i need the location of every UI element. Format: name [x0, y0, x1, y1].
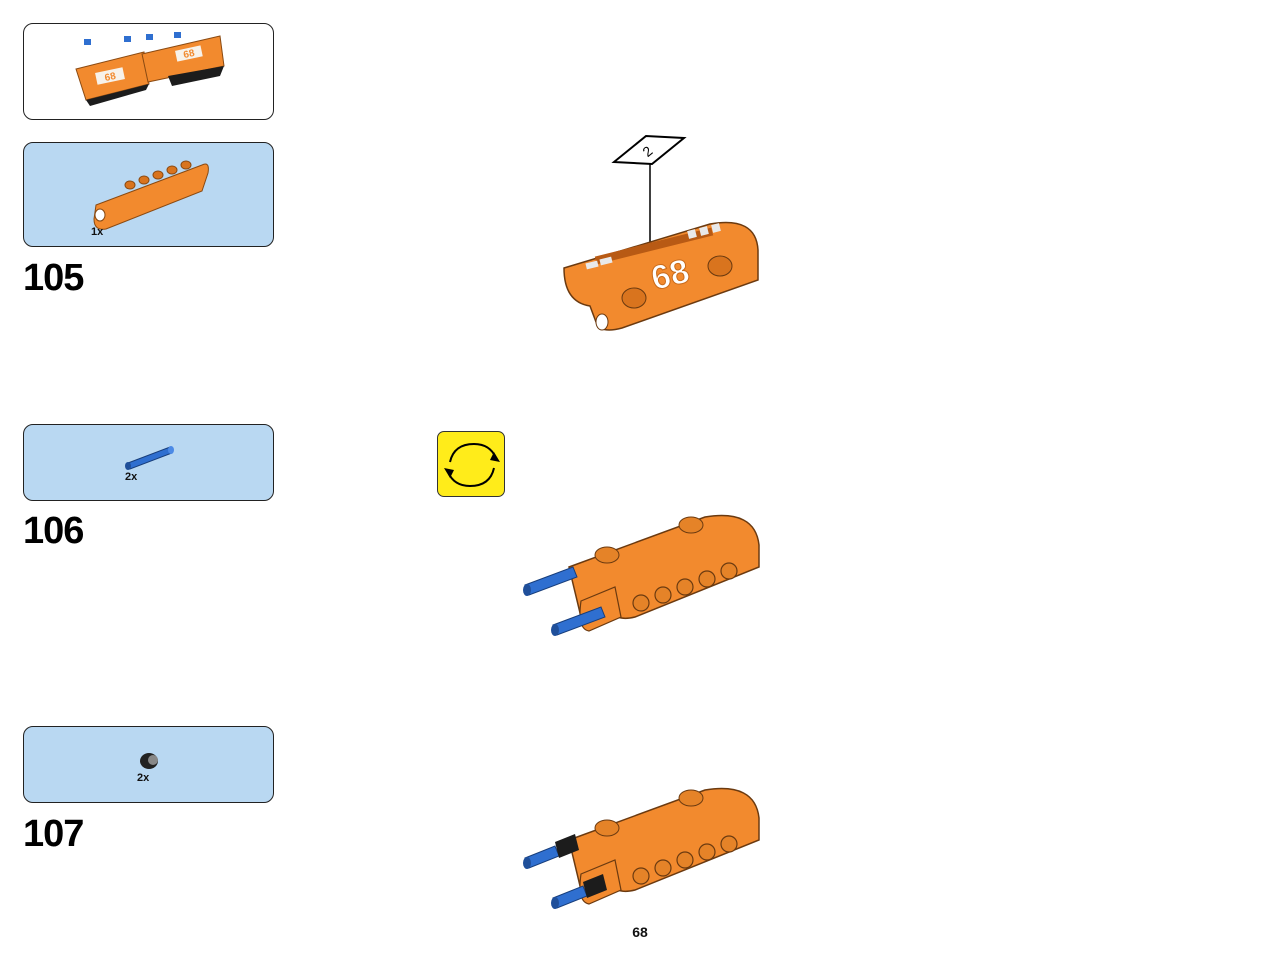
part-quantity: 1x: [91, 226, 104, 238]
assembly-step-106-image: [523, 514, 760, 636]
sticker-callout: 2: [611, 134, 687, 242]
step-number-106: 106: [23, 510, 84, 552]
step-number-107: 107: [23, 813, 84, 855]
page-number: 68: [632, 924, 648, 940]
svg-text:68: 68: [183, 48, 197, 61]
svg-text:68: 68: [104, 71, 118, 84]
parts-list-step-107: 2x: [23, 726, 274, 803]
part-quantity: 2x: [137, 772, 150, 784]
parts-list-step-106: 2x: [23, 424, 274, 501]
parts-list-step-105: 1x: [23, 142, 274, 247]
submodel-preview-panel: 68 68: [23, 23, 274, 120]
submodel-preview-image: 68 68: [75, 32, 225, 106]
assembly-step-105-image: 68: [563, 221, 759, 331]
blue-axle-pin-icon: [125, 446, 174, 470]
part-quantity: 2x: [125, 471, 138, 483]
black-bush-icon: [140, 753, 158, 769]
assembly-step-107-image: [523, 787, 760, 909]
step-number-105: 105: [23, 257, 84, 299]
orange-panel-part-icon: [93, 160, 209, 230]
svg-text:68: 68: [647, 252, 693, 298]
rotate-model-icon: [437, 431, 505, 497]
